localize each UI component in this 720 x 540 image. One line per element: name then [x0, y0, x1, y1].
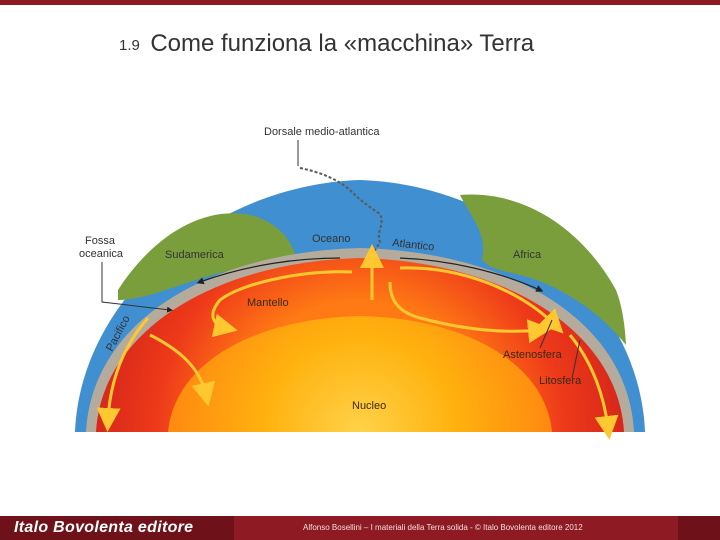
top-rule: [0, 0, 720, 5]
africa-label: Africa: [513, 249, 542, 261]
plate-arrow-west: [196, 257, 341, 285]
footer-bar: Italo Bovolenta editore Alfonso Bosellin…: [0, 516, 720, 540]
core-layer: [168, 316, 552, 432]
asthenosphere-label: Astenosfera: [503, 349, 563, 361]
section-number: 1.9: [119, 37, 140, 54]
title-text: Come funziona la «macchina» Terra: [150, 30, 535, 57]
south-america-label: Sudamerica: [165, 249, 225, 261]
footer-tail: [678, 516, 720, 540]
asthenosphere-pointer: [539, 319, 553, 349]
plate-arrow-east: [399, 257, 544, 292]
convection-arrow: [568, 334, 619, 440]
ridge-line: [299, 167, 383, 253]
convection-arrow: [399, 266, 564, 334]
publisher-logo: Italo Bovolenta editore: [0, 516, 234, 540]
footer-credit: Alfonso Bosellini – I materiali della Te…: [303, 523, 583, 532]
atlantic-label: Atlantico: [392, 237, 435, 253]
convection-arrow: [211, 270, 353, 338]
trench-label-line2: oceanica: [79, 248, 124, 260]
lithosphere-pointer: [571, 339, 581, 379]
africa-land: [460, 194, 626, 345]
convection-arrow: [149, 333, 216, 407]
south-america-land: [118, 213, 296, 300]
trench-label-line1: Fossa: [85, 235, 116, 247]
trench-pointer: [101, 262, 173, 313]
mantle-label: Mantello: [247, 297, 289, 309]
slide-title: 1.9 Come funziona la «macchina» Terra: [119, 30, 534, 64]
convection-arrow: [388, 281, 552, 344]
convection-arrow: [96, 317, 150, 432]
lithosphere-label: Litosfera: [539, 375, 582, 387]
ocean-label: Oceano: [312, 233, 351, 245]
ridge-label: Dorsale medio-atlantica: [264, 126, 380, 138]
core-label: Nucleo: [352, 400, 386, 412]
